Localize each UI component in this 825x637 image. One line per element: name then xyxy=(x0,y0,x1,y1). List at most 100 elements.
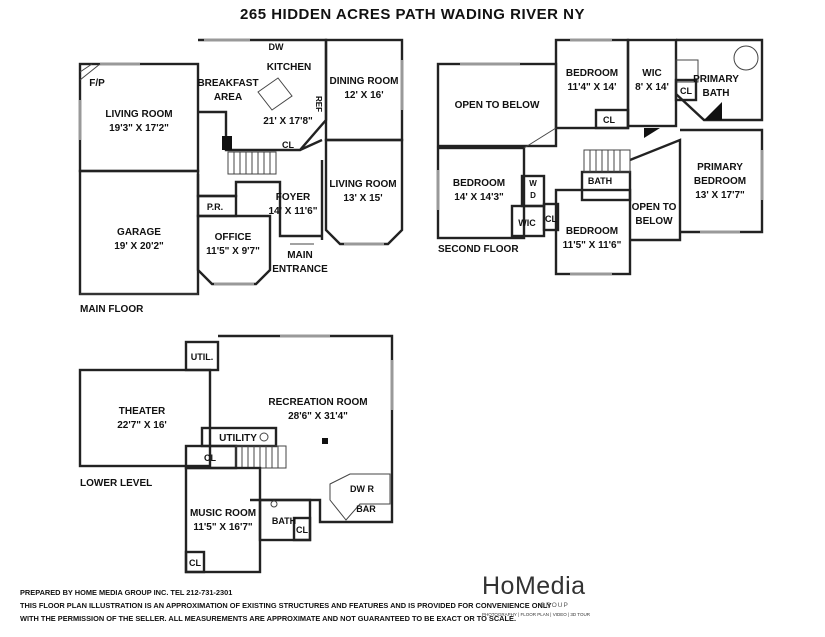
util-walls xyxy=(184,340,220,372)
dining-room-dim: 12' X 16' xyxy=(344,90,383,101)
theater-walls xyxy=(78,368,212,468)
closet-label: CL xyxy=(204,453,216,463)
utility-label: UTILITY xyxy=(219,433,257,444)
footer-line-2: THIS FLOOR PLAN ILLUSTRATION IS AN APPRO… xyxy=(20,601,552,610)
closet-label: CL xyxy=(603,115,615,125)
railing xyxy=(523,127,557,149)
bar-label: BAR xyxy=(356,504,376,514)
closet-3-walls xyxy=(542,202,560,232)
second-floor-stairs xyxy=(583,149,631,173)
lower-level-plan: UTIL. THEATER 22'7" X 16' RECREATION ROO… xyxy=(78,334,394,574)
foyer-name: FOYER xyxy=(276,192,311,203)
column xyxy=(704,102,722,120)
garage-dim: 19' X 20'2" xyxy=(114,241,164,252)
primary-bedroom-dim: 13' X 17'7" xyxy=(695,190,745,201)
kitchen-island xyxy=(257,77,293,111)
bath-label: BATH xyxy=(588,176,612,186)
logo-wordmark: HoMedia xyxy=(482,572,586,600)
tub xyxy=(733,45,759,71)
breakfast-label-1: BREAKFAST xyxy=(197,78,258,89)
living-room-name: LIVING ROOM xyxy=(105,109,172,120)
primary-bath-label-1: PRIMARY xyxy=(693,74,739,85)
wic-name: WIC xyxy=(642,68,661,79)
wic-2-label: WIC xyxy=(518,218,536,228)
fireplace-label: F/P xyxy=(89,78,105,89)
main-stairs xyxy=(227,151,277,175)
washer-label: W xyxy=(529,179,537,188)
column xyxy=(322,438,328,444)
primary-bath-walls xyxy=(675,38,764,122)
lower-level-label: LOWER LEVEL xyxy=(80,478,152,489)
bedroom-3-name: BEDROOM xyxy=(566,226,618,237)
footer-line-1: PREPARED BY HOME MEDIA GROUP INC. TEL 21… xyxy=(20,588,233,597)
closet-2-label: CL xyxy=(680,86,692,96)
dryer-label: D xyxy=(530,191,536,200)
bedroom-1-name: BEDROOM xyxy=(566,68,618,79)
open-below-2-label-1: OPEN TO xyxy=(632,202,677,213)
foyer-dim: 14' X 11'6" xyxy=(269,206,318,217)
main-entrance-label-2: ENTRANCE xyxy=(272,264,328,275)
dishwasher-label: DW xyxy=(269,42,284,52)
toilet xyxy=(270,500,278,508)
theater-dim: 22'7" X 16' xyxy=(117,420,167,431)
open-to-below-label: OPEN TO BELOW xyxy=(455,100,540,111)
theater-name: THEATER xyxy=(119,406,166,417)
main-floor-label: MAIN FLOOR xyxy=(80,304,144,315)
bath-label: BATH xyxy=(272,516,296,526)
bedroom-3-dim: 11'5" X 11'6" xyxy=(563,240,622,251)
wic-dim: 8' X 14' xyxy=(635,82,669,93)
logo-tagline: PHOTOGRAPHY | FLOOR PLAN | VIDEO | 3D TO… xyxy=(482,612,590,617)
open-below-2-walls xyxy=(629,138,682,242)
bedroom-2-dim: 14' X 14'3" xyxy=(454,192,504,203)
living-room-2-name: LIVING ROOM xyxy=(329,179,396,190)
second-floor-plan: OPEN TO BELOW BEDROOM 11'4" X 14' CL WIC… xyxy=(436,38,764,276)
kitchen-name: KITCHEN xyxy=(267,62,311,73)
bedroom-2-name: BEDROOM xyxy=(453,178,505,189)
closet-3-label: CL xyxy=(189,558,201,568)
primary-bath-label-2: BATH xyxy=(702,88,729,99)
refrigerator-label: REF xyxy=(314,96,323,112)
bar-counter xyxy=(329,473,391,521)
office-dim: 11'5" X 9'7" xyxy=(206,246,260,257)
recreation-room-dim: 28'6" X 31'4" xyxy=(288,411,348,422)
powder-room-label: P.R. xyxy=(207,202,223,212)
living-room-2-walls xyxy=(324,138,404,246)
office-walls xyxy=(196,214,272,286)
music-room-dim: 11'5" X 16'7" xyxy=(193,522,253,533)
garage-name: GARAGE xyxy=(117,227,161,238)
dining-room-name: DINING ROOM xyxy=(330,76,399,87)
second-floor-label: SECOND FLOOR xyxy=(438,244,519,255)
main-entrance-label-1: MAIN xyxy=(287,250,313,261)
closet-2-label: CL xyxy=(296,525,308,535)
music-room-name: MUSIC ROOM xyxy=(190,508,256,519)
dishwasher-ref-label: DW R xyxy=(350,484,374,494)
recreation-room-name: RECREATION ROOM xyxy=(268,397,367,408)
closet-2-walls xyxy=(674,78,698,102)
company-logo: HoMedia GROUP PHOTOGRAPHY | FLOOR PLAN |… xyxy=(482,572,602,622)
logo-group-text: GROUP xyxy=(540,602,569,609)
breakfast-label-2: AREA xyxy=(214,92,242,103)
living-room-dim: 19'3" X 17'2" xyxy=(109,123,169,134)
office-name: OFFICE xyxy=(215,232,252,243)
column xyxy=(644,128,660,138)
shower xyxy=(675,59,699,83)
primary-bedroom-label-2: BEDROOM xyxy=(694,176,746,187)
fireplace-hatch xyxy=(79,63,101,81)
music-room-walls xyxy=(184,466,262,574)
closet-label: CL xyxy=(282,140,294,150)
lower-stairs xyxy=(235,445,287,469)
column xyxy=(222,136,232,150)
wall xyxy=(299,138,323,152)
main-floor-plan: F/P LIVING ROOM 19'3" X 17'2" BREAKFAST … xyxy=(78,38,404,315)
util-label: UTIL. xyxy=(191,352,214,362)
living-room-2-dim: 13' X 15' xyxy=(343,193,382,204)
kitchen-dim: 21' X 17'8" xyxy=(263,116,313,127)
closet-3-label: CL xyxy=(545,214,557,224)
closet-3-walls xyxy=(184,550,206,574)
utility-fixture xyxy=(259,432,269,442)
page-title: 265 HIDDEN ACRES PATH WADING RIVER NY xyxy=(240,6,585,23)
closet-2-walls xyxy=(292,516,312,542)
bedroom-1-dim: 11'4" X 14' xyxy=(568,82,617,93)
open-below-2-label-2: BELOW xyxy=(635,216,673,227)
